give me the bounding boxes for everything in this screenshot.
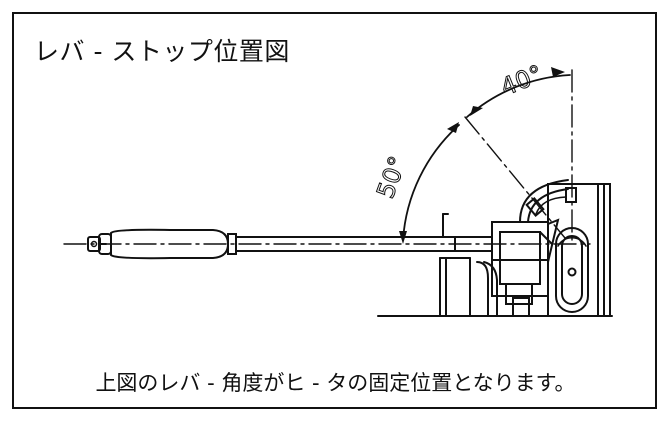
angle-50-reference-line [464, 116, 566, 239]
diagram-caption: 上図のレバ - 角度がヒ - タの固定位置となります。 [95, 371, 576, 395]
arrowhead-icon [551, 67, 565, 77]
diagram-frame [12, 12, 657, 409]
angle-50-label: 50° [371, 152, 412, 202]
angle-40-label: 40° [497, 60, 547, 102]
lever-shaft [235, 213, 493, 252]
angle-50-arc [402, 124, 460, 241]
diagram-title: レバ - ストップ位置図 [34, 37, 290, 66]
lever-handle [87, 228, 237, 260]
arrowhead-icon [447, 122, 459, 133]
arrowhead-icon [470, 106, 483, 116]
heater-mechanism [377, 179, 613, 317]
